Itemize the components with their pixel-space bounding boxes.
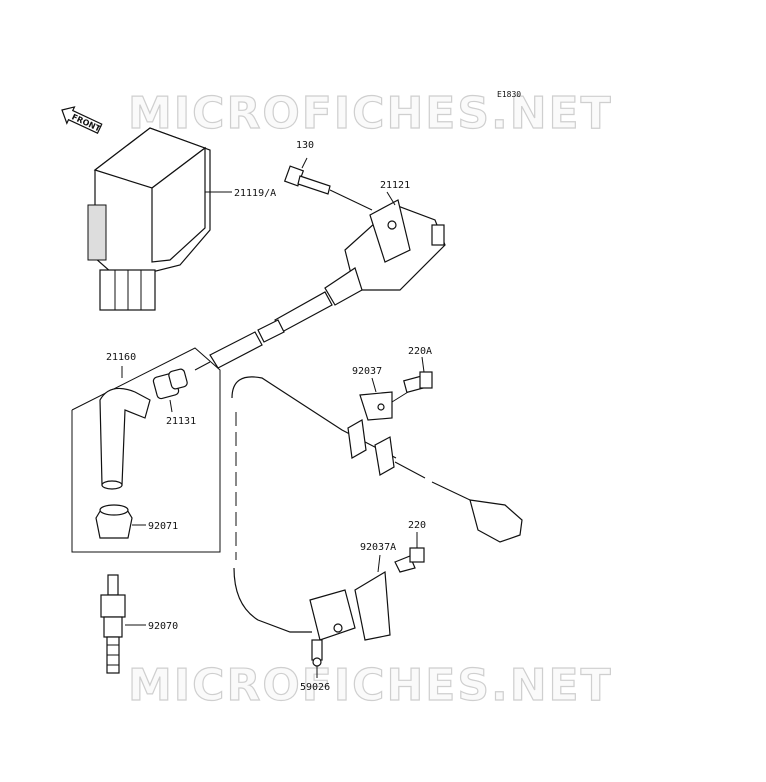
bolt-130-part <box>283 157 373 211</box>
part-number-92070: 92070 <box>148 621 178 632</box>
part-number-92037: 92037 <box>352 366 382 377</box>
part-number-21131: 21131 <box>166 416 196 427</box>
bracket-92037-part <box>359 377 393 421</box>
front-arrow-icon: FRONT <box>61 106 103 134</box>
ignition-coil-part <box>274 191 446 333</box>
sleeve-21131-part <box>152 368 188 413</box>
part-number-92071: 92071 <box>148 521 178 532</box>
watermark-bottom: MICROFICHES.NET <box>128 660 613 711</box>
part-number-92037A: 92037A <box>360 542 396 553</box>
part-number-59026: 59026 <box>300 682 330 693</box>
spark-plug-cap-part <box>99 387 151 490</box>
screw-220A-part <box>391 356 433 403</box>
spark-plug-part <box>100 574 146 674</box>
part-number-220: 220 <box>408 520 426 531</box>
bracket-92037A-part <box>354 554 391 641</box>
part-number-21121: 21121 <box>380 180 410 191</box>
watermark-top: MICROFICHES.NET <box>128 88 613 139</box>
part-number-130: 130 <box>296 140 314 151</box>
cdi-unit-part <box>87 127 232 311</box>
screw-220-part <box>394 532 425 573</box>
wire-harness-part <box>231 376 523 633</box>
part-number-21119A: 21119/A <box>234 188 276 199</box>
pickup-sensor-part <box>309 589 356 678</box>
part-number-220A: 220A <box>408 346 432 357</box>
ht-lead-part <box>209 319 285 369</box>
plug-cap-frame <box>71 347 221 553</box>
diagram-code: E1830 <box>497 90 521 99</box>
part-number-21160: 21160 <box>106 352 136 363</box>
rubber-ring-92071-part <box>95 504 146 539</box>
